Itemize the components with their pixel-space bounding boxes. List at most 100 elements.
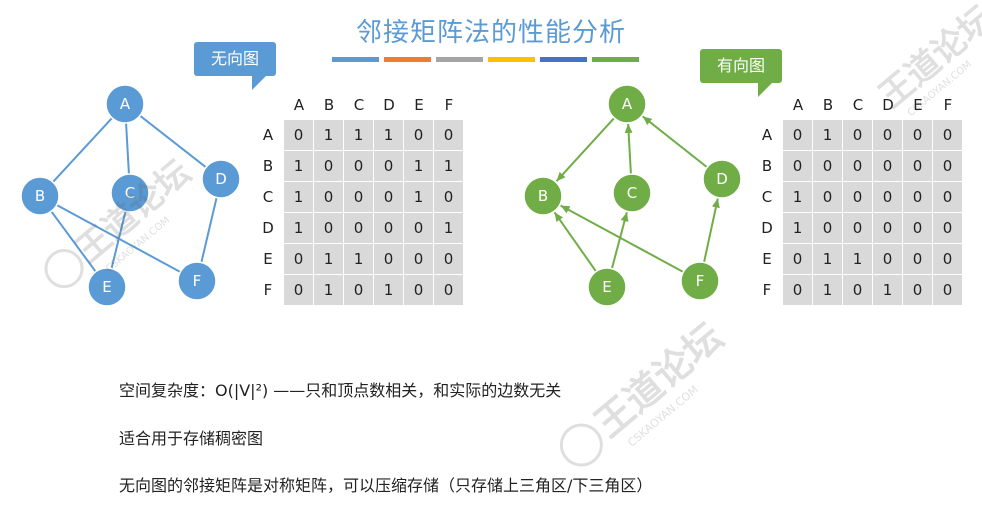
directed-cell-EF: 0	[933, 244, 963, 275]
directed-cell-DE: 0	[903, 213, 933, 244]
undirected-cell-DB: 0	[314, 213, 344, 244]
undirected-callout-label: 无向图	[210, 49, 259, 68]
directed-cell-BB: 0	[813, 151, 843, 182]
undirected-edge-AD	[139, 114, 207, 169]
directed-col-header-A: A	[792, 96, 804, 114]
undirected-cell-BB: 0	[314, 151, 344, 182]
undirected-node-B	[20, 176, 60, 216]
directed-edge-DA	[642, 115, 708, 169]
undirected-row-header-A: A	[262, 126, 274, 144]
title-bar-1	[384, 57, 431, 62]
undirected-cell-AA: 0	[284, 120, 314, 151]
directed-cell-DD: 0	[873, 213, 903, 244]
directed-cell-FC: 0	[843, 275, 873, 306]
undirected-cell-EE: 0	[404, 244, 434, 275]
undirected-row-header-B: B	[262, 157, 274, 175]
directed-edge-FB	[560, 204, 684, 273]
directed-cell-DF: 0	[933, 213, 963, 244]
directed-cell-AD: 0	[873, 120, 903, 151]
undirected-node-A	[105, 84, 145, 124]
directed-cell-BF: 0	[933, 151, 963, 182]
undirected-cell-CD: 0	[374, 182, 404, 213]
page-title: 邻接矩阵法的性能分析	[355, 18, 626, 48]
undirected-node-label-E: E	[102, 278, 111, 296]
undirected-cell-FA: 0	[284, 275, 314, 306]
undirected-cell-CB: 0	[314, 182, 344, 213]
undirected-cell-EB: 1	[314, 244, 344, 275]
undirected-row-header-D: D	[262, 219, 274, 237]
undirected-cell-CE: 1	[404, 182, 434, 213]
directed-row-header-F: F	[762, 281, 772, 299]
undirected-callout: 无向图	[194, 42, 276, 90]
directed-cell-AF: 0	[933, 120, 963, 151]
directed-edge-EC	[610, 212, 629, 269]
directed-cell-CD: 0	[873, 182, 903, 213]
directed-col-header-C: C	[852, 96, 864, 114]
undirected-cell-AF: 0	[434, 120, 464, 151]
undirected-edge-AC	[125, 122, 130, 175]
undirected-edge-BE	[50, 210, 97, 273]
directed-node-E	[587, 267, 627, 307]
directed-edge-FD	[703, 198, 720, 263]
directed-cell-FB: 1	[813, 275, 843, 306]
undirected-row-header-C: C	[262, 188, 274, 206]
directed-cell-FA: 0	[783, 275, 813, 306]
undirected-cell-BE: 1	[404, 151, 434, 182]
undirected-node-label-B: B	[35, 187, 45, 205]
undirected-edge-AB	[52, 117, 113, 183]
undirected-cell-AE: 0	[404, 120, 434, 151]
undirected-cell-AD: 1	[374, 120, 404, 151]
undirected-cell-BD: 0	[374, 151, 404, 182]
undirected-cell-CA: 1	[284, 182, 314, 213]
directed-callout: 有向图	[700, 49, 782, 97]
undirected-col-header-B: B	[323, 96, 335, 114]
directed-edge-CA	[624, 123, 633, 175]
symmetric-matrix-note: 无向图的邻接矩阵是对称矩阵，可以压缩存储（只存储上三角区/下三角区）	[119, 476, 653, 495]
title-bar-3	[488, 57, 535, 62]
directed-cell-DB: 0	[813, 213, 843, 244]
title-bar-2	[436, 57, 483, 62]
directed-node-label-E: E	[602, 278, 611, 296]
title-bar-4	[540, 57, 587, 62]
undirected-edges	[50, 114, 218, 273]
undirected-edge-CE	[110, 211, 127, 269]
directed-cell-EE: 0	[903, 244, 933, 275]
undirected-row-header-F: F	[263, 281, 273, 299]
directed-col-header-F: F	[943, 96, 953, 114]
undirected-node-C	[110, 173, 150, 213]
directed-cell-DC: 0	[843, 213, 873, 244]
directed-edge-AB	[555, 117, 615, 182]
undirected-cell-FD: 1	[374, 275, 404, 306]
undirected-cell-EC: 1	[344, 244, 374, 275]
directed-node-label-B: B	[538, 187, 548, 205]
undirected-col-header-D: D	[383, 96, 395, 114]
directed-cell-FF: 0	[933, 275, 963, 306]
undirected-cell-BC: 0	[344, 151, 374, 182]
directed-row-header-C: C	[761, 188, 773, 206]
directed-cell-FD: 1	[873, 275, 903, 306]
undirected-node-D	[201, 159, 241, 199]
watermark-logo-3: 王道论坛 CSKAOYAN.COM	[860, 0, 982, 134]
directed-cell-CF: 0	[933, 182, 963, 213]
directed-cell-DA: 1	[783, 213, 813, 244]
undirected-cell-ED: 0	[374, 244, 404, 275]
undirected-node-label-F: F	[193, 272, 202, 290]
undirected-row-header-E: E	[263, 250, 273, 268]
undirected-cell-DA: 1	[284, 213, 314, 244]
directed-cell-AA: 0	[783, 120, 813, 151]
directed-node-F	[680, 261, 720, 301]
title-bar-5	[592, 57, 639, 62]
undirected-node-label-C: C	[125, 184, 135, 202]
directed-cell-CC: 0	[843, 182, 873, 213]
undirected-edge-DF	[200, 197, 218, 263]
directed-cell-BC: 0	[843, 151, 873, 182]
undirected-cell-CF: 0	[434, 182, 464, 213]
undirected-node-label-D: D	[215, 170, 227, 188]
undirected-cell-EA: 0	[284, 244, 314, 275]
undirected-col-header-E: E	[414, 96, 424, 114]
undirected-cell-FB: 1	[314, 275, 344, 306]
watermark-logo: 王道论坛 CSKAOYAN.COM	[10, 150, 210, 314]
title-bar-0	[332, 57, 379, 62]
directed-cell-AE: 0	[903, 120, 933, 151]
